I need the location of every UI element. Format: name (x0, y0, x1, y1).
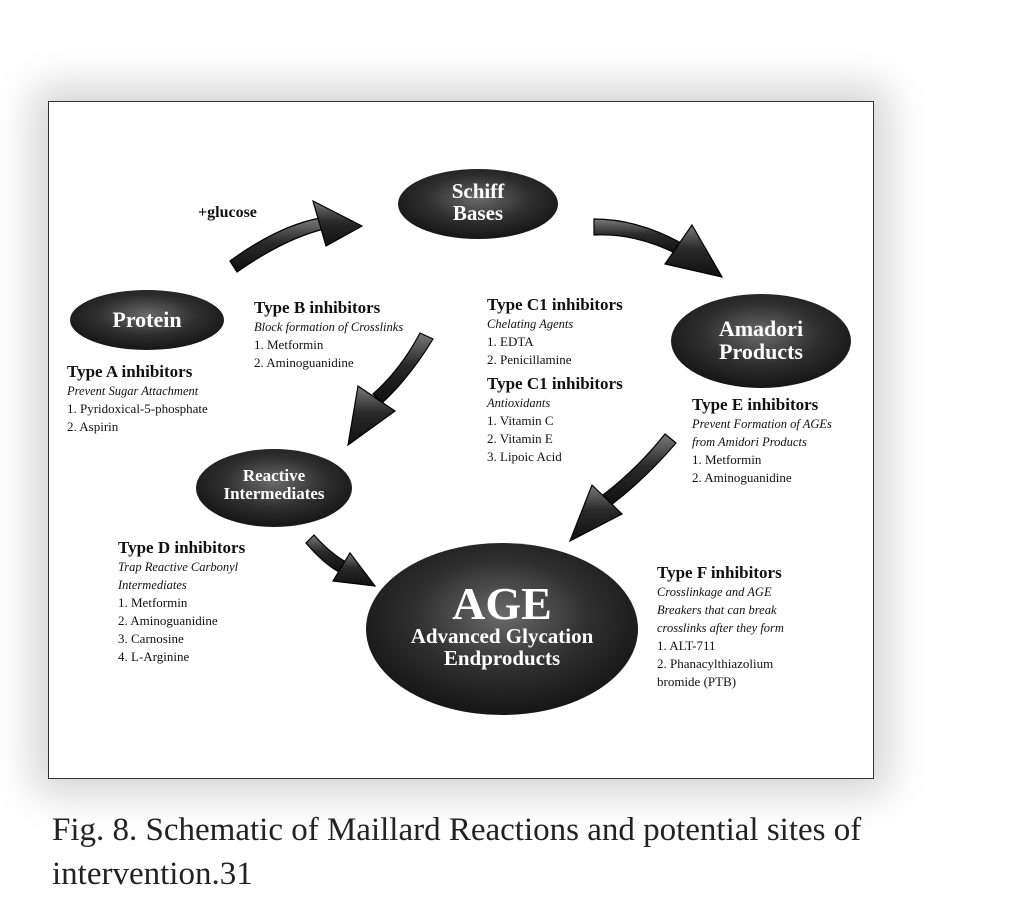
type-b-item: 1. Metformin (254, 337, 324, 352)
type-d-subtitle: Intermediates (118, 578, 187, 592)
type-b-subtitle: Block formation of Crosslinks (254, 320, 404, 334)
type-e-inhibitors: Type E inhibitors Prevent Formation of A… (692, 394, 832, 487)
type-f-heading: Type F inhibitors (657, 563, 782, 582)
type-a-item: 2. Aspirin (67, 419, 119, 434)
type-f-subtitle: crosslinks after they form (657, 621, 784, 635)
type-e-item: 1. Metformin (692, 452, 762, 467)
arrow-amadori-to-age (568, 433, 677, 543)
type-b-heading: Type B inhibitors (254, 298, 381, 317)
protein-node (70, 290, 224, 350)
type-e-item: 2. Aminoguanidine (692, 470, 792, 485)
age-node (366, 543, 638, 715)
type-d-inhibitors: Type D inhibitors Trap Reactive Carbonyl… (118, 537, 245, 666)
type-c1a-heading: Type C1 inhibitors (487, 295, 623, 314)
schiff-bases-label: Schiff Bases (451, 179, 505, 226)
type-a-inhibitors: Type A inhibitors Prevent Sugar Attachme… (67, 361, 208, 436)
type-c1-chelating-inhibitors: Type C1 inhibitors Chelating Agents 1. E… (487, 294, 623, 369)
amadori-products-node (671, 294, 851, 388)
type-f-subtitle: Crosslinkage and AGE (657, 585, 772, 599)
type-a-subtitle: Prevent Sugar Attachment (67, 384, 199, 398)
type-a-item: 1. Pyridoxical-5-phosphate (67, 401, 208, 416)
type-c1b-item: 2. Vitamin E (487, 431, 553, 446)
type-a-heading: Type A inhibitors (67, 362, 193, 381)
type-b-item: 2. Aminoguanidine (254, 355, 354, 370)
type-c1b-heading: Type C1 inhibitors (487, 374, 623, 393)
reactive-intermediates-node (196, 449, 352, 527)
type-d-item: 1. Metformin (118, 595, 188, 610)
type-c1b-subtitle: Antioxidants (487, 396, 551, 410)
type-d-item: 2. Aminoguanidine (118, 613, 218, 628)
age-subtitle: Advanced Glycation Endproducts (410, 624, 594, 671)
type-f-item: 2. Phanacylthiazolium (657, 656, 774, 671)
type-c1b-item: 3. Lipoic Acid (487, 449, 562, 464)
type-e-heading: Type E inhibitors (692, 395, 819, 414)
type-d-item: 4. L-Arginine (118, 649, 190, 664)
type-d-subtitle: Trap Reactive Carbonyl (118, 560, 239, 574)
arrow-b-to-reactive (347, 332, 434, 447)
type-c1a-item: 1. EDTA (487, 334, 534, 349)
age-title: AGE (452, 578, 552, 629)
type-c1a-item: 2. Penicillamine (487, 352, 572, 367)
type-c1a-subtitle: Chelating Agents (487, 317, 574, 331)
arrow-protein-to-schiff (229, 199, 364, 273)
schiff-bases-node (398, 169, 558, 239)
arrow-schiff-to-amadori (593, 218, 724, 278)
amadori-products-label: Amadori Products (718, 316, 804, 365)
figure-caption: Fig. 8. Schematic of Maillard Reactions … (52, 812, 862, 892)
protein-label: Protein (112, 307, 182, 332)
type-f-item: bromide (PTB) (657, 674, 737, 689)
reactive-intermediates-label: Reactive Intermediates (223, 466, 325, 503)
type-c1b-item: 1. Vitamin C (487, 413, 554, 428)
type-f-subtitle: Breakers that can break (657, 603, 777, 617)
type-c1-antioxidant-inhibitors: Type C1 inhibitors Antioxidants 1. Vitam… (487, 373, 623, 466)
diagram-canvas (70, 169, 851, 715)
type-e-subtitle: from Amidori Products (692, 435, 807, 449)
glucose-label: +glucose (198, 204, 257, 221)
type-f-item: 1. ALT-711 (657, 638, 716, 653)
type-f-inhibitors: Type F inhibitors Crosslinkage and AGE B… (657, 562, 784, 691)
arrow-reactive-to-age (305, 534, 377, 587)
type-e-subtitle: Prevent Formation of AGEs (692, 417, 832, 431)
type-d-heading: Type D inhibitors (118, 538, 246, 557)
type-b-inhibitors: Type B inhibitors Block formation of Cro… (254, 297, 403, 372)
type-d-item: 3. Carnosine (118, 631, 184, 646)
